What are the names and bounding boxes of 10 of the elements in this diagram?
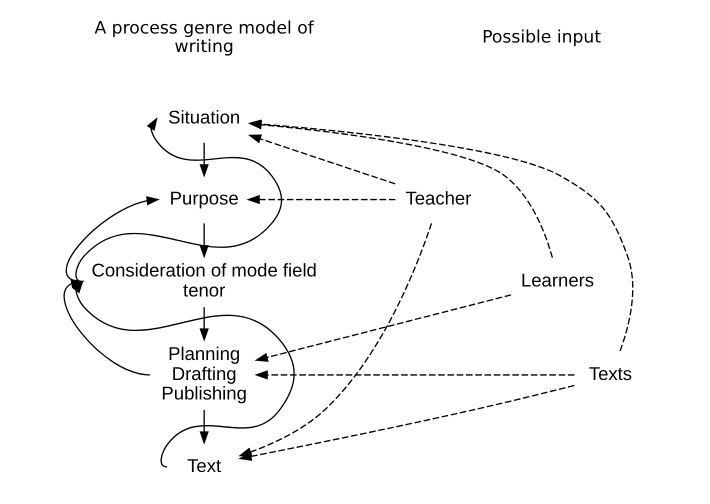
label: Possible input [482, 27, 602, 48]
node-text: Texts [588, 362, 632, 384]
label: A process genre model of writing [94, 18, 314, 56]
node-text: Learners [520, 269, 594, 290]
node-text: Teacher [405, 186, 472, 208]
node-text: Situation [168, 106, 240, 128]
node-text: Consideration of mode field tenor [91, 259, 317, 300]
node-text: Purpose [170, 186, 239, 208]
node-text: Planning Drafting Publishing [161, 342, 247, 404]
node-text: Text [187, 454, 222, 476]
